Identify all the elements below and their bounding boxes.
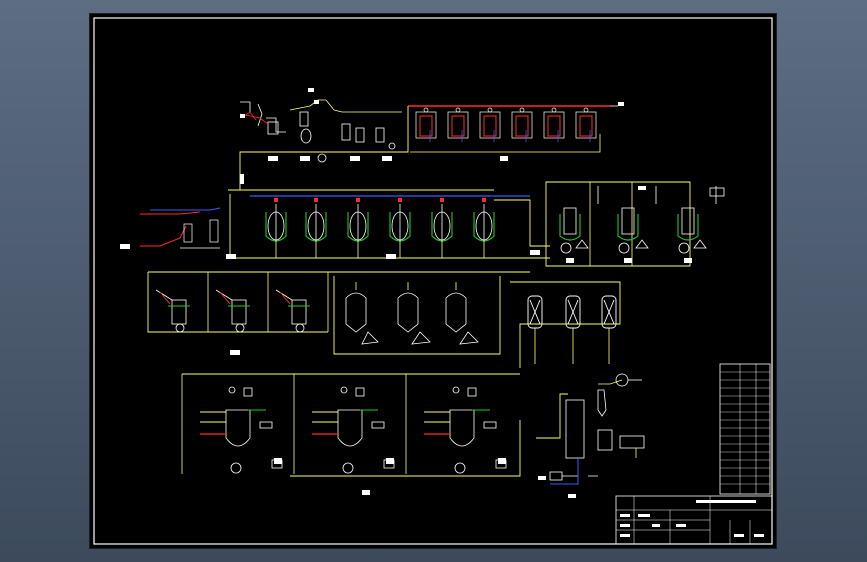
- large-kettles: [181, 373, 521, 495]
- top-reactor-row: [239, 102, 624, 182]
- crystallizers: [147, 271, 530, 355]
- middle-reactors: [265, 198, 495, 258]
- drawing-sheet: [90, 14, 776, 548]
- right-separators: [545, 181, 725, 267]
- feed-section: [239, 99, 402, 163]
- settling-tanks: [333, 276, 501, 355]
- title-block: [615, 495, 773, 545]
- feed-section-labels: [240, 88, 392, 161]
- drawing-frame: [93, 17, 773, 545]
- legend-table: [719, 363, 771, 495]
- packed-columns: [510, 281, 621, 368]
- middle-reactor-row: [120, 174, 550, 259]
- title-block-labels: [620, 500, 764, 537]
- dryer-unit: [536, 373, 645, 498]
- process-flow-diagram: [93, 17, 773, 545]
